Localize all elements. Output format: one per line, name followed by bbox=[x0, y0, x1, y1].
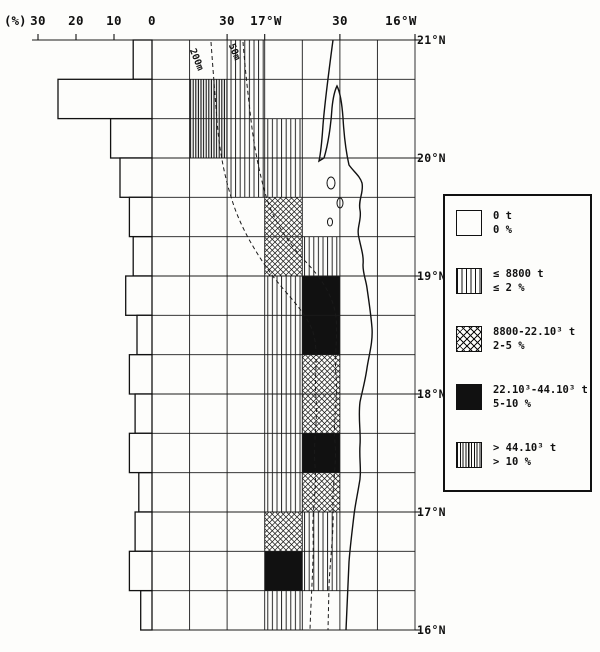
axis-tick-marks bbox=[37, 34, 416, 40]
percent-bar bbox=[119, 157, 153, 198]
legend-item: 8800-22.10³ t 2-5 % bbox=[456, 325, 586, 353]
grid-cell bbox=[302, 433, 340, 473]
legend-text: 8800-22.10³ t 2-5 % bbox=[493, 325, 575, 353]
grid-cell bbox=[264, 433, 303, 473]
grid-cell bbox=[264, 315, 303, 355]
latitude-label: 19°N bbox=[417, 269, 446, 283]
legend-percent-label: 0 % bbox=[493, 224, 512, 236]
percent-bar bbox=[128, 354, 153, 395]
percent-tick-label: 0 bbox=[148, 13, 156, 28]
percent-bar bbox=[125, 275, 153, 316]
legend-swatch-hatch-dense bbox=[456, 442, 482, 468]
latitude-label: 18°N bbox=[417, 387, 446, 401]
latitude-label: 21°N bbox=[417, 33, 446, 47]
grid-cell bbox=[264, 590, 303, 630]
legend-swatch-hatch-light bbox=[456, 268, 482, 294]
percent-bar bbox=[138, 472, 153, 513]
percent-bar bbox=[128, 550, 153, 592]
legend-tonnage-label: 22.10³-44.10³ t bbox=[493, 384, 588, 396]
grid-cell bbox=[302, 472, 340, 512]
legend-swatch-crosshatch bbox=[456, 326, 482, 352]
percent-bar bbox=[57, 78, 153, 120]
legend-item: ≤ 8800 t ≤ 2 % bbox=[456, 267, 586, 295]
legend-percent-label: 2-5 % bbox=[493, 340, 525, 352]
legend-text: ≤ 8800 t ≤ 2 % bbox=[493, 267, 544, 295]
longitude-tick-label: 30 bbox=[219, 13, 235, 28]
longitude-tick-label: 16°W bbox=[385, 13, 417, 28]
grid-cell bbox=[227, 158, 265, 198]
grid-cell bbox=[227, 79, 265, 119]
longitude-tick-label: 17°W bbox=[250, 13, 282, 28]
percent-tick-label: 20 bbox=[68, 13, 84, 28]
contour-200m-line bbox=[210, 41, 317, 631]
grid-cell bbox=[264, 197, 303, 237]
percent-bar bbox=[132, 236, 153, 277]
percent-bar bbox=[134, 511, 153, 552]
legend-tonnage-label: > 44.10³ t bbox=[493, 442, 557, 454]
percent-tick-label: 10 bbox=[106, 13, 122, 28]
percent-bar bbox=[109, 118, 153, 159]
percent-bar bbox=[140, 590, 153, 631]
grid-lines bbox=[32, 39, 420, 631]
percent-bars bbox=[57, 39, 153, 631]
islands bbox=[326, 176, 344, 227]
latitude-label: 20°N bbox=[417, 151, 446, 165]
grid-cell bbox=[264, 394, 303, 434]
grid-cell bbox=[302, 551, 340, 591]
longitude-tick-label: 30 bbox=[332, 13, 348, 28]
grid-cell bbox=[264, 472, 303, 512]
legend-percent-label: ≤ 2 % bbox=[493, 282, 525, 294]
percent-bar bbox=[134, 393, 153, 434]
legend-tonnage-label: ≤ 8800 t bbox=[493, 268, 544, 280]
grid-cell bbox=[302, 236, 340, 276]
legend-item: 22.10³-44.10³ t 5-10 % bbox=[456, 383, 588, 411]
legend-tonnage-label: 8800-22.10³ t bbox=[493, 326, 576, 338]
grid-cell bbox=[189, 79, 228, 119]
grid-cell bbox=[302, 512, 340, 552]
legend-text: 22.10³-44.10³ t 5-10 % bbox=[493, 383, 588, 411]
depth-contours bbox=[210, 41, 338, 631]
coastline bbox=[317, 39, 373, 631]
grid-cell bbox=[264, 236, 303, 276]
grid-cell bbox=[302, 276, 340, 316]
grid-cell bbox=[189, 118, 228, 158]
legend-percent-label: 5-10 % bbox=[493, 398, 531, 410]
percent-bar bbox=[132, 39, 153, 80]
grid-cell bbox=[264, 158, 303, 198]
grid-cell bbox=[264, 551, 303, 591]
grid-cells bbox=[189, 40, 340, 630]
legend-swatch-solid bbox=[456, 384, 482, 410]
grid-cell bbox=[227, 118, 265, 158]
percent-bar bbox=[128, 196, 153, 238]
legend-tonnage-label: 0 t bbox=[493, 210, 512, 222]
grid-cell bbox=[264, 512, 303, 552]
grid-cell bbox=[264, 118, 303, 158]
percent-tick-label: 30 bbox=[30, 13, 46, 28]
legend-text: > 44.10³ t > 10 % bbox=[493, 441, 556, 469]
grid-cell bbox=[302, 394, 340, 434]
grid-cell bbox=[264, 276, 303, 316]
grid-cell bbox=[302, 354, 340, 394]
legend-percent-label: > 10 % bbox=[493, 456, 531, 468]
legend-swatch-none bbox=[456, 210, 482, 236]
grid-cell bbox=[264, 354, 303, 394]
percent-axis-unit-label: (%) bbox=[4, 13, 27, 28]
legend-item: > 44.10³ t > 10 % bbox=[456, 441, 586, 469]
percent-bar bbox=[136, 314, 153, 356]
contour-50m-line bbox=[242, 41, 338, 631]
latitude-label: 17°N bbox=[417, 505, 446, 519]
percent-bar bbox=[128, 432, 153, 474]
latitude-label: 16°N bbox=[417, 623, 446, 637]
